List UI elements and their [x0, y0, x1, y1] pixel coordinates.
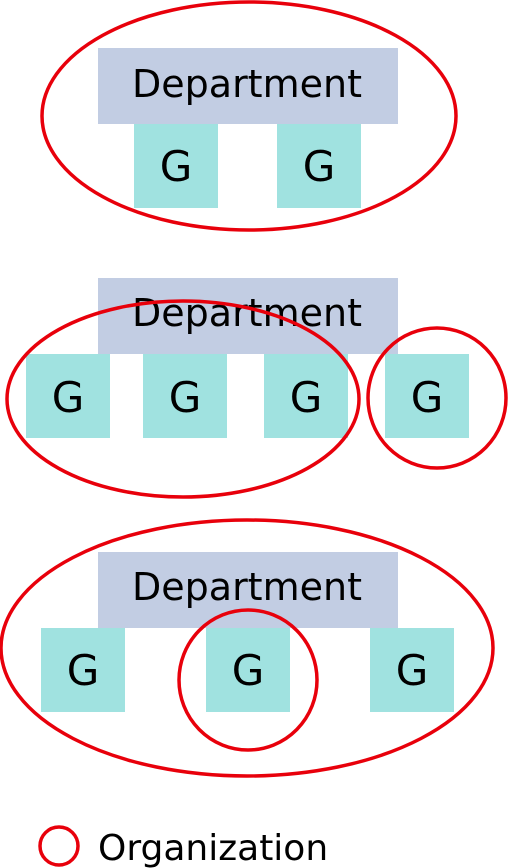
group-label: G: [396, 646, 429, 695]
group-label: G: [52, 373, 85, 422]
group-box: [277, 124, 361, 208]
department-box: [98, 48, 398, 124]
legend: Organization: [38, 825, 328, 868]
group-label: G: [67, 646, 100, 695]
group-box: [264, 354, 348, 438]
group-box: [134, 124, 218, 208]
org-panel-3-middle: [177, 608, 319, 752]
panel-3: Department G G G: [0, 518, 495, 778]
group-label: G: [290, 373, 323, 422]
group-box: [26, 354, 110, 438]
panel-1: Department G G: [40, 0, 458, 232]
group-label: G: [160, 142, 193, 191]
group-box: [370, 628, 454, 712]
org-panel-2-right: [366, 326, 508, 470]
group-label: G: [169, 373, 202, 422]
group-box: [385, 354, 469, 438]
org-panel-1-all: [40, 0, 458, 232]
department-label: Department: [132, 62, 362, 106]
group-box: [143, 354, 227, 438]
department-box: [98, 278, 398, 354]
group-label: G: [411, 373, 444, 422]
legend-label: Organization: [98, 828, 328, 868]
group-box: [206, 628, 290, 712]
department-box: [98, 552, 398, 628]
org-panel-3-all: [0, 518, 495, 778]
group-label: G: [303, 142, 336, 191]
org-panel-2-left: [5, 299, 361, 499]
group-box: [41, 628, 125, 712]
department-label: Department: [132, 291, 362, 335]
panel-2: Department G G G G: [5, 278, 508, 499]
department-label: Department: [132, 565, 362, 609]
group-label: G: [232, 646, 265, 695]
legend-organization-icon: [38, 825, 80, 867]
